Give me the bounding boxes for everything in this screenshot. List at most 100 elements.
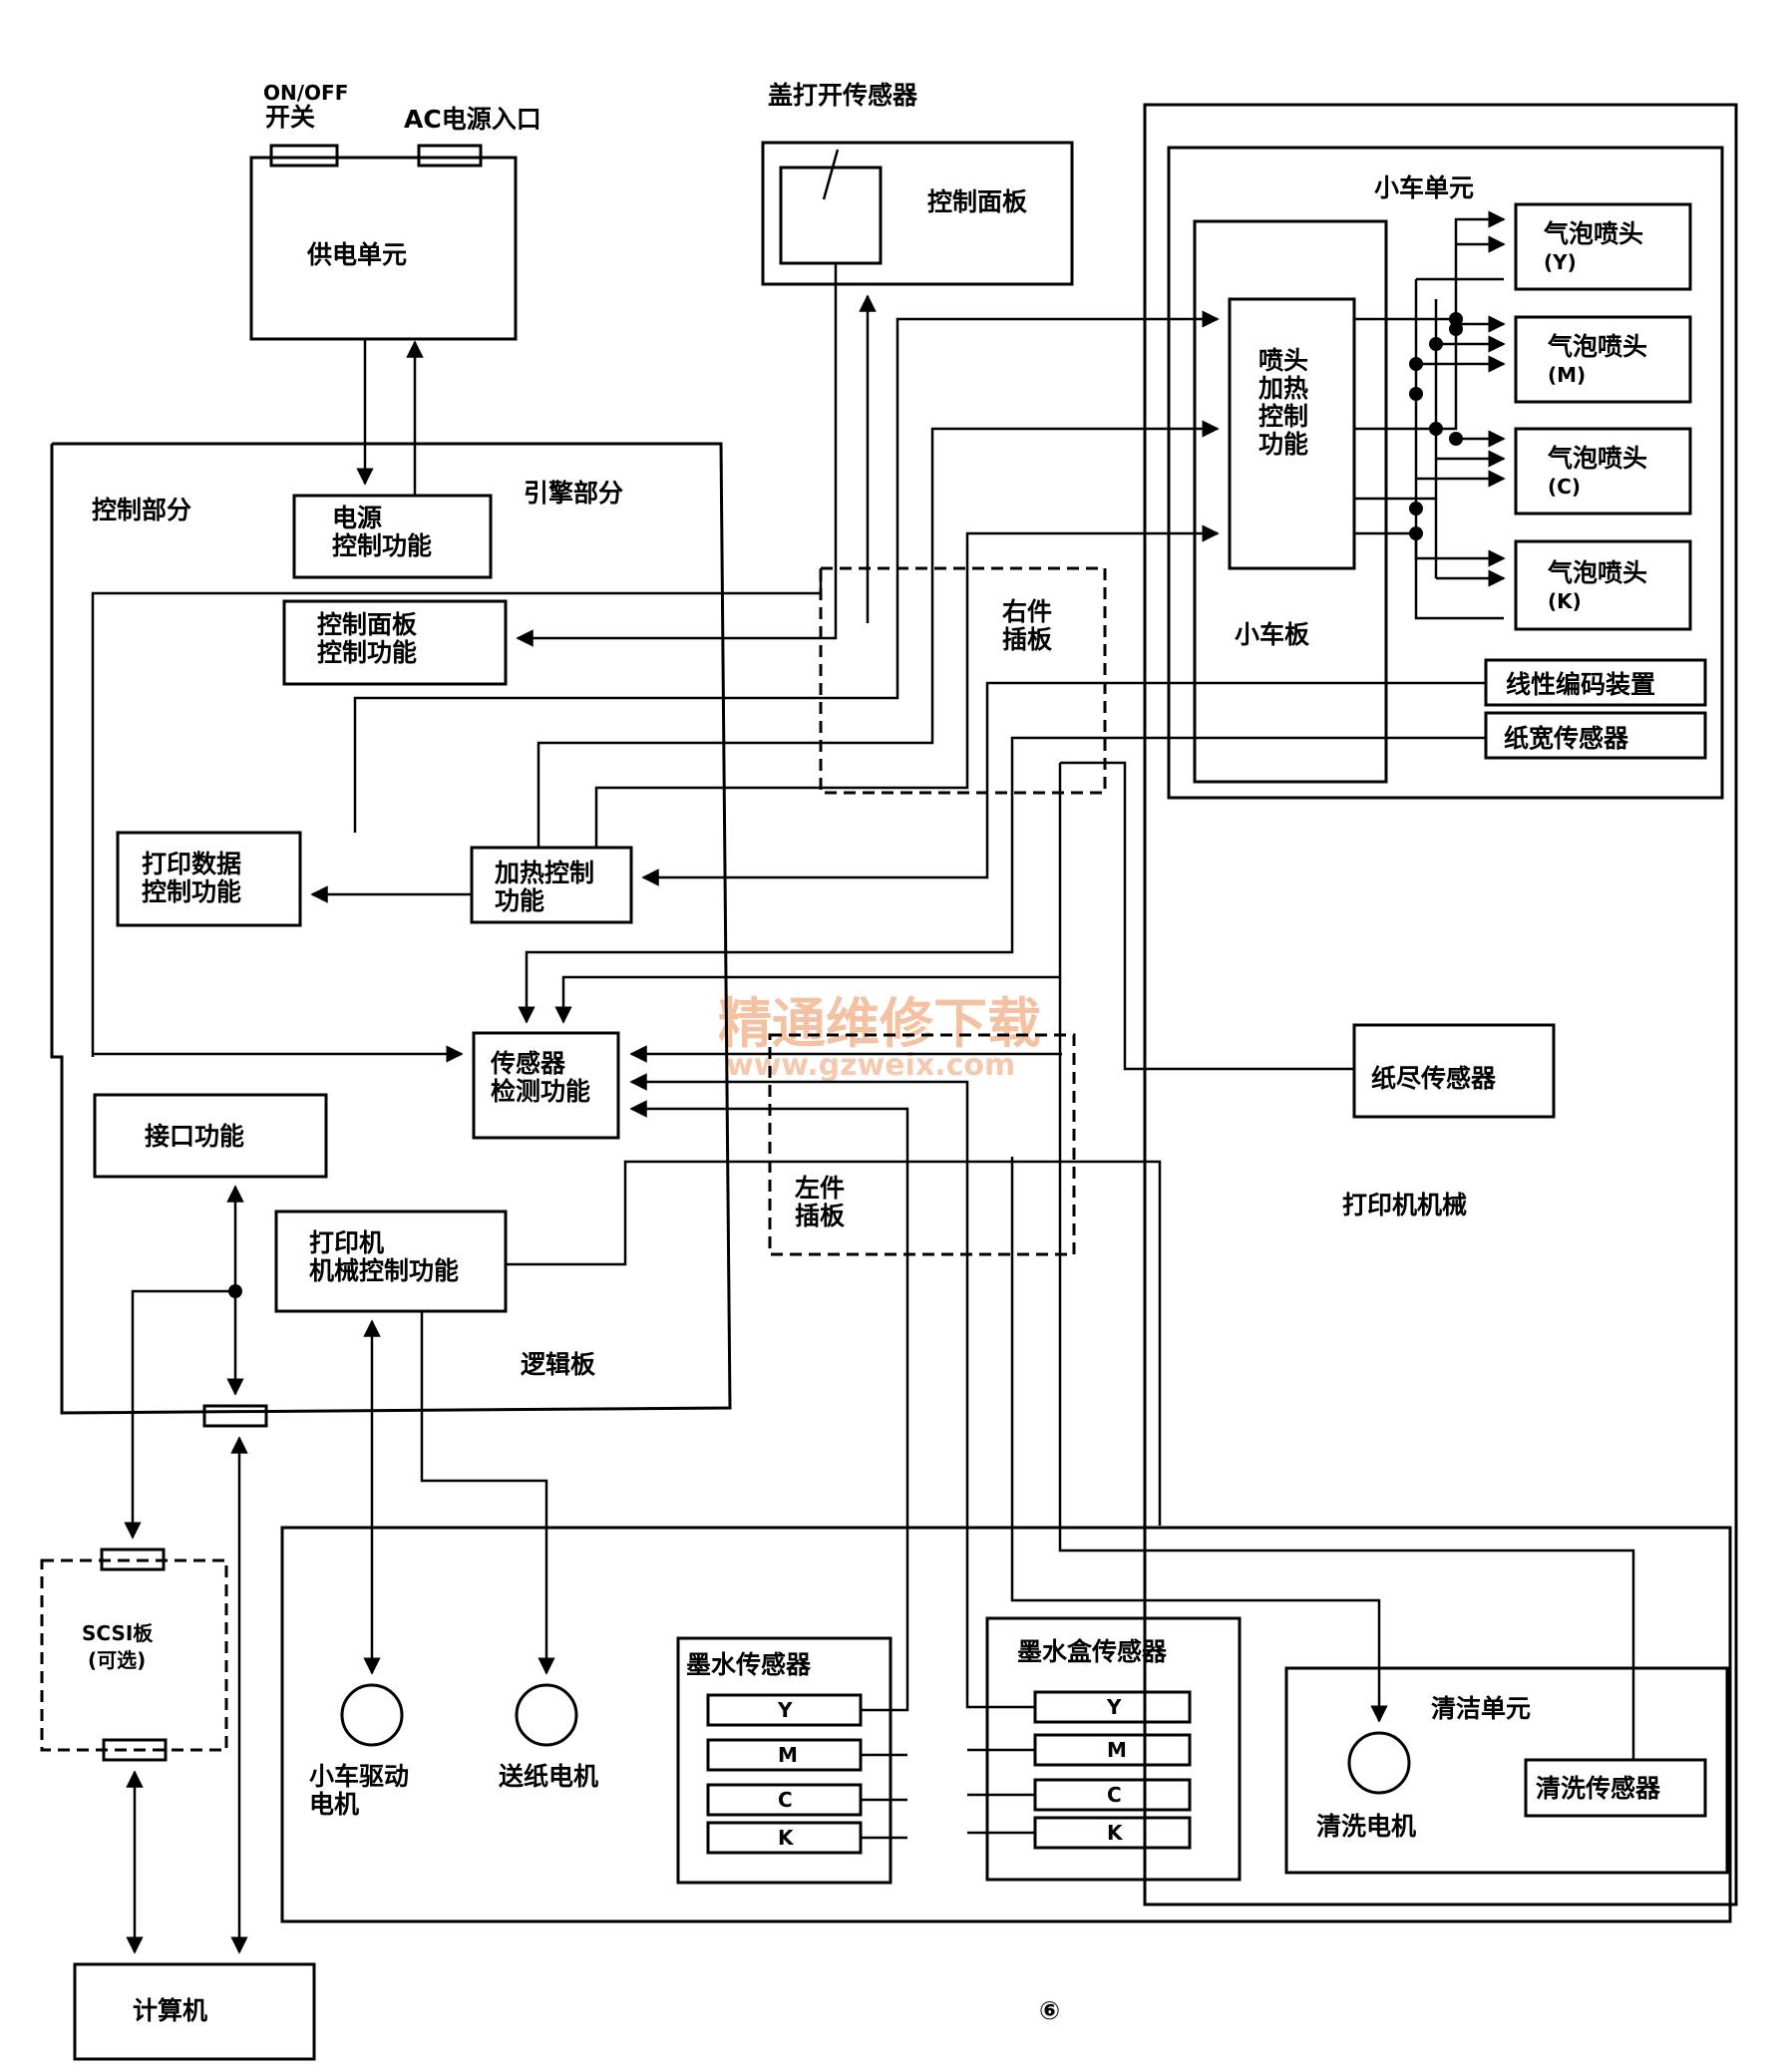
scsi-board-line1: SCSI板 xyxy=(82,1621,154,1645)
scsi-board-box xyxy=(40,1558,228,1752)
cartridge-c: C xyxy=(1107,1783,1122,1807)
head-heat-line2: 加热 xyxy=(1257,374,1308,403)
head-m-color: (M) xyxy=(1548,363,1586,387)
sensor-detect-line1: 传感器 xyxy=(490,1049,566,1078)
clean-sensor-label: 清洗传感器 xyxy=(1536,1774,1661,1803)
carriage-motor-line1: 小车驱动 xyxy=(309,1762,409,1791)
cartridge-y: Y xyxy=(1106,1695,1122,1719)
on-off-label: ON/OFF xyxy=(263,81,348,105)
left-connector-line1: 左件 xyxy=(795,1174,845,1203)
head-m-label: 气泡喷头 xyxy=(1547,332,1647,361)
right-connector-line1: 右件 xyxy=(1002,597,1052,626)
power-unit-label: 供电单元 xyxy=(306,240,407,269)
head-k-label: 气泡喷头 xyxy=(1547,558,1647,587)
logic-board-connector xyxy=(202,1404,268,1428)
scsi-board-line2: (可选) xyxy=(88,1648,146,1672)
head-wiring xyxy=(1354,210,1506,620)
logic-board-outline xyxy=(50,442,732,1415)
head-y-label: 气泡喷头 xyxy=(1543,219,1643,248)
paper-width-sensor-box xyxy=(1484,711,1707,760)
head-heat-ctrl-box xyxy=(1228,297,1356,570)
cartridge-k: K xyxy=(1107,1821,1124,1845)
head-k-color: (K) xyxy=(1548,589,1582,613)
head-c-box xyxy=(1514,427,1692,516)
cover-sensor-pointer xyxy=(822,149,840,200)
heat-ctrl-line1: 加热控制 xyxy=(494,859,594,887)
switch-connector xyxy=(269,144,339,168)
carriage-unit-block: 小车单元 小车板 喷头 加热 控制 功能 气泡喷头 (Y) 气泡喷头 (M) 气… xyxy=(1167,146,1724,800)
ink-sensor-m: M xyxy=(778,1743,798,1767)
paper-width-sensor-label: 纸宽传感器 xyxy=(1504,724,1629,753)
clean-sensor-box xyxy=(1524,1758,1707,1818)
panel-ctrl-line1: 控制面板 xyxy=(317,610,417,639)
engine-section-label: 引擎部分 xyxy=(524,479,623,508)
heat-ctrl-line2: 功能 xyxy=(495,886,544,915)
head-heat-line4: 功能 xyxy=(1258,430,1308,459)
computer-box xyxy=(73,1962,316,2061)
interface-func-box xyxy=(93,1093,328,1179)
ink-sensor-label: 墨水传感器 xyxy=(686,1650,812,1679)
printer-mech-frame xyxy=(1143,103,1738,1906)
carriage-board-box xyxy=(1193,219,1388,784)
connection-wires xyxy=(91,263,1635,1954)
cleaning-unit-label: 清洁单元 xyxy=(1431,1694,1531,1723)
head-heat-line3: 控制 xyxy=(1258,402,1308,431)
head-c-color: (C) xyxy=(1548,475,1581,499)
right-connector-box xyxy=(819,566,1107,795)
ac-inlet-connector xyxy=(417,144,483,168)
head-y-color: (Y) xyxy=(1544,250,1577,274)
power-ctrl-line2: 控制功能 xyxy=(332,531,432,560)
lower-mech-box xyxy=(280,1526,1732,1923)
scsi-computer-block: SCSI板 (可选) 计算机 xyxy=(40,1548,316,2061)
print-data-line2: 控制功能 xyxy=(142,877,241,906)
cartridge-sensor-label: 墨水盒传感器 xyxy=(1017,1637,1168,1666)
feed-motor-circle xyxy=(515,1683,578,1747)
clean-motor-circle xyxy=(1347,1731,1411,1795)
mech-ctrl-box xyxy=(274,1209,508,1313)
cartridge-m: M xyxy=(1107,1738,1127,1762)
feed-motor-label: 送纸电机 xyxy=(499,1762,598,1791)
ink-sensor-box xyxy=(676,1636,893,1885)
switch-label: 开关 xyxy=(265,103,315,132)
relay-boards: 右件 插板 左件 插板 xyxy=(768,566,1107,1256)
sensor-detect-line2: 检测功能 xyxy=(491,1077,590,1106)
head-m-box xyxy=(1514,315,1692,404)
panel-ctrl-line2: 控制功能 xyxy=(317,638,417,667)
control-panel-box xyxy=(761,141,1074,286)
ink-sensor-c: C xyxy=(778,1788,793,1812)
head-c-label: 气泡喷头 xyxy=(1547,444,1647,473)
power-unit-box xyxy=(249,156,518,341)
printer-mech-label: 打印机机械 xyxy=(1342,1191,1467,1219)
cleaning-unit-box xyxy=(1284,1666,1729,1875)
panel-ctrl-box xyxy=(282,599,508,686)
carriage-motor-line2: 电机 xyxy=(309,1790,359,1819)
ink-sensor-k: K xyxy=(778,1826,795,1850)
paper-end-sensor-label: 纸尽传感器 xyxy=(1371,1064,1497,1093)
power-unit-block: ON/OFF 开关 AC电源入口 供电单元 xyxy=(249,81,541,341)
ac-inlet-label: AC电源入口 xyxy=(404,105,541,134)
print-data-ctrl-box xyxy=(116,831,302,927)
power-ctrl-box xyxy=(292,494,493,579)
control-panel-label: 控制面板 xyxy=(927,187,1027,216)
cover-sensor-label: 盖打开传感器 xyxy=(768,81,918,110)
watermark: 精通维修下载 www.gzweix.com xyxy=(718,992,1041,1083)
paper-end-sensor-box xyxy=(1352,1023,1556,1119)
heat-ctrl-box xyxy=(470,846,633,924)
computer-label: 计算机 xyxy=(133,1996,207,2025)
figure-number: ⑥ xyxy=(1039,1996,1060,2025)
carriage-unit-box xyxy=(1167,146,1724,800)
carriage-board-label: 小车板 xyxy=(1235,620,1309,649)
carriage-unit-label: 小车单元 xyxy=(1374,173,1474,202)
control-section-label: 控制部分 xyxy=(92,496,191,524)
left-connector-line2: 插板 xyxy=(795,1202,845,1230)
control-panel-block: 盖打开传感器 控制面板 xyxy=(761,81,1074,286)
head-y-box xyxy=(1514,202,1692,291)
logic-board-label: 逻辑板 xyxy=(521,1350,595,1379)
head-k-box xyxy=(1514,539,1692,631)
cover-sensor-box xyxy=(779,166,883,265)
lower-mech-block: 小车驱动 电机 送纸电机 墨水传感器 Y M C K 墨水盒传感器 Y M C … xyxy=(280,1526,1732,1923)
mech-ctrl-line1: 打印机 xyxy=(309,1228,384,1257)
linear-encoder-label: 线性编码装置 xyxy=(1506,670,1655,699)
head-heat-line1: 喷头 xyxy=(1258,346,1308,375)
